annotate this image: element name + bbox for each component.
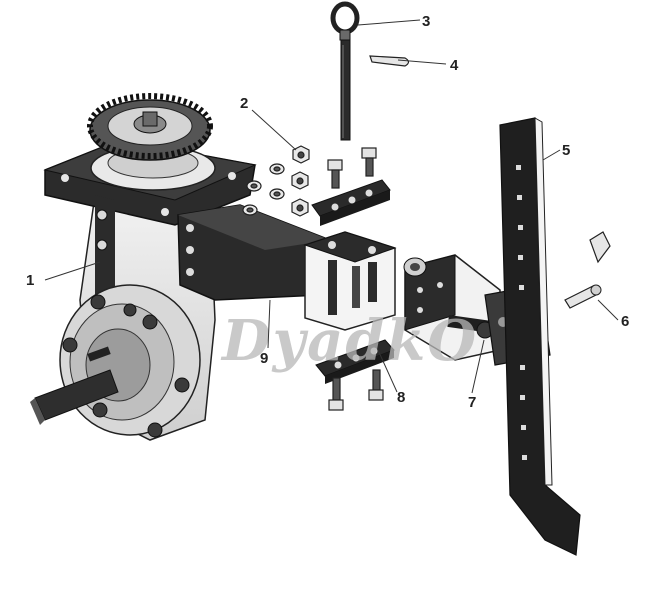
bevel-gear — [87, 93, 213, 161]
mounting-bracket — [177, 204, 397, 331]
eye-bolt — [330, 1, 360, 141]
callout-2: 2 — [240, 95, 248, 112]
nuts-and-washers — [242, 145, 310, 217]
callout-1: 1 — [26, 272, 34, 289]
leader-lines — [44, 19, 619, 394]
pin-and-clip — [564, 231, 611, 309]
callout-3: 3 — [422, 13, 430, 30]
cotter-pin-top — [369, 55, 410, 67]
callout-labels: 1 2 3 4 5 6 7 8 9 — [26, 13, 629, 411]
clamp-bolts — [327, 147, 377, 189]
gearbox — [30, 139, 257, 441]
callout-9: 9 — [260, 350, 268, 367]
callout-6: 6 — [621, 313, 629, 330]
callout-5: 5 — [562, 142, 570, 159]
callout-7: 7 — [468, 394, 476, 411]
lower-clamp-plate — [315, 339, 395, 384]
lower-bolts — [328, 369, 384, 411]
callout-8: 8 — [397, 389, 405, 406]
top-clamp-plate — [311, 179, 391, 226]
callout-4: 4 — [450, 57, 459, 74]
tine-shank — [499, 117, 581, 556]
watermark-logo: DyadkO — [220, 308, 478, 374]
